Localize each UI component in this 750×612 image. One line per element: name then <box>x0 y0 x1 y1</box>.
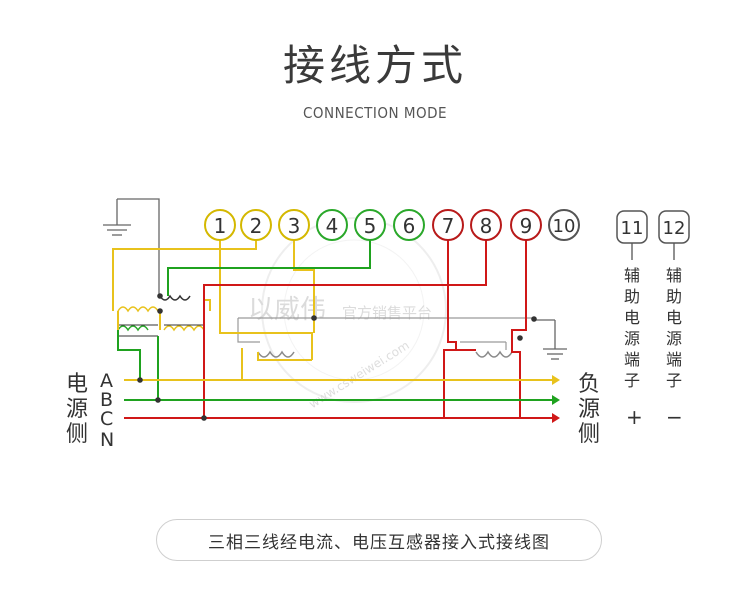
watermark: 以威伟 官方销售平台 www.csweiwei.com <box>248 217 447 411</box>
svg-text:1: 1 <box>214 214 227 238</box>
terminal-5: 5 <box>354 209 386 241</box>
svg-text:助: 助 <box>666 287 682 306</box>
terminal-8: 8 <box>470 209 502 241</box>
svg-text:9: 9 <box>520 214 533 238</box>
svg-text:2: 2 <box>250 214 263 238</box>
svg-text:11: 11 <box>621 218 644 239</box>
svg-text:−: − <box>666 405 683 429</box>
svg-text:电: 电 <box>66 372 88 397</box>
svg-text:电: 电 <box>666 308 682 327</box>
current-transformers <box>257 350 513 358</box>
terminal-7: 7 <box>432 209 464 241</box>
svg-text:源: 源 <box>666 329 682 348</box>
svg-text:子: 子 <box>624 371 640 390</box>
aux-power-label-negative: 辅 助 电 源 端 子 − <box>666 266 683 429</box>
terminal-6: 6 <box>393 209 425 241</box>
svg-text:辅: 辅 <box>624 266 640 285</box>
line-labels: A B C N <box>100 370 114 451</box>
svg-text:端: 端 <box>666 350 682 369</box>
terminal-11: 11 <box>616 210 648 244</box>
phase-lines <box>124 375 560 423</box>
terminal-10: 10 <box>548 209 580 241</box>
line-label-n: N <box>100 429 114 451</box>
svg-text:+: + <box>626 405 643 429</box>
page-subtitle: CONNECTION MODE <box>302 104 448 122</box>
svg-text:4: 4 <box>326 214 339 238</box>
svg-text:源: 源 <box>66 397 88 422</box>
terminal-1: 1 <box>204 209 236 241</box>
svg-text:5: 5 <box>364 214 377 238</box>
line-label-b: B <box>100 389 113 411</box>
svg-text:子: 子 <box>666 371 682 390</box>
ground-symbol-top <box>103 198 160 296</box>
svg-text:源: 源 <box>624 329 640 348</box>
ground-symbol-right <box>535 319 567 360</box>
svg-text:辅: 辅 <box>666 266 682 285</box>
source-side-label: 电 源 侧 <box>66 372 88 447</box>
voltage-transformer <box>117 294 205 337</box>
svg-text:端: 端 <box>624 350 640 369</box>
ct-frame <box>237 317 535 350</box>
terminal-4: 4 <box>316 209 348 241</box>
svg-text:3: 3 <box>288 214 301 238</box>
svg-text:侧: 侧 <box>578 422 600 447</box>
wires-phase-c <box>203 240 527 418</box>
terminal-9: 9 <box>510 209 542 241</box>
svg-text:源: 源 <box>578 397 600 422</box>
terminal-2: 2 <box>240 209 272 241</box>
terminal-3: 3 <box>278 209 310 241</box>
svg-text:12: 12 <box>663 218 686 239</box>
svg-text:7: 7 <box>442 214 455 238</box>
aux-power-label-positive: 辅 助 电 源 端 子 + <box>624 266 643 429</box>
svg-text:10: 10 <box>553 216 576 237</box>
svg-text:电: 电 <box>624 308 640 327</box>
line-label-a: A <box>100 370 113 392</box>
page-title: 接线方式 <box>282 41 467 90</box>
svg-text:8: 8 <box>480 214 493 238</box>
terminal-block: 1 2 3 4 5 6 7 8 <box>204 209 690 260</box>
svg-text:助: 助 <box>624 287 640 306</box>
svg-text:侧: 侧 <box>66 422 88 447</box>
load-side-label: 负 源 侧 <box>578 372 600 447</box>
watermark-text: 官方销售平台 <box>342 304 432 322</box>
diagram-caption: 三相三线经电流、电压互感器接入式接线图 <box>156 519 602 561</box>
svg-text:负: 负 <box>578 372 600 397</box>
line-label-c: C <box>100 408 113 430</box>
svg-text:6: 6 <box>403 214 416 238</box>
terminal-12: 12 <box>658 210 690 244</box>
